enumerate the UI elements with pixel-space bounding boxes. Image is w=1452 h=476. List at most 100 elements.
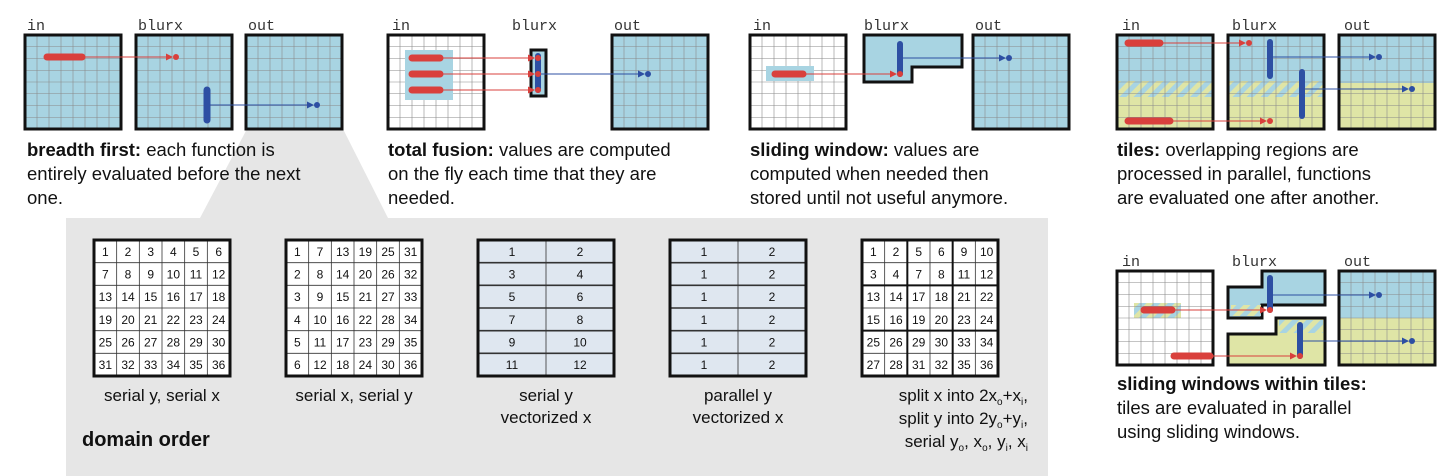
sliding-tiles-panel: in blurx out sliding windows within tile… bbox=[1115, 254, 1437, 442]
domain-cell-number: 22 bbox=[167, 313, 181, 327]
domain-cell-number: 9 bbox=[961, 245, 968, 259]
domain-cell-number: 8 bbox=[125, 268, 132, 282]
grid-border bbox=[134, 33, 234, 131]
domain-cell-number: 17 bbox=[912, 290, 926, 304]
label-in: in bbox=[753, 18, 771, 35]
grid-border bbox=[1115, 33, 1215, 131]
domain-cell-number: 18 bbox=[935, 290, 949, 304]
domain-cell-number: 33 bbox=[957, 336, 971, 350]
domain-cell-number: 3 bbox=[147, 245, 154, 259]
tf-caption-2: on the fly each time that they are bbox=[388, 163, 656, 184]
split-caption-1: split x into 2xo+xi, bbox=[899, 386, 1028, 408]
domain-cell-number: 36 bbox=[404, 358, 418, 372]
domain-cell-number: 26 bbox=[889, 336, 903, 350]
label-out: out bbox=[1344, 254, 1371, 271]
domain-cell-number: 28 bbox=[167, 336, 181, 350]
label-in: in bbox=[392, 18, 410, 35]
domain-cell-number: 15 bbox=[867, 313, 881, 327]
domain-cell-number: 2 bbox=[769, 336, 776, 350]
label-out: out bbox=[975, 18, 1002, 35]
tiles-blue-dot-bottom bbox=[1409, 86, 1415, 92]
domain-cell-number: 25 bbox=[99, 336, 113, 350]
domain-cell-number: 6 bbox=[938, 245, 945, 259]
domain-cell-number: 14 bbox=[336, 268, 350, 282]
grid-border bbox=[748, 33, 848, 131]
domain-cell-number: 2 bbox=[769, 358, 776, 372]
domain-cell-number: 8 bbox=[938, 268, 945, 282]
split-caption-2: split y into 2yo+yi, bbox=[899, 409, 1028, 431]
domain-order-title: domain order bbox=[82, 429, 210, 451]
domain-grid-border bbox=[284, 238, 424, 378]
domain-cell-number: 34 bbox=[980, 336, 994, 350]
domain-cell-number: 21 bbox=[957, 290, 971, 304]
grid-border bbox=[23, 33, 123, 131]
label-in: in bbox=[1122, 254, 1140, 271]
label-in: in bbox=[27, 18, 45, 35]
domain-cell-number: 11 bbox=[958, 268, 971, 282]
domain-cell-number: 15 bbox=[336, 290, 350, 304]
domain-cell-number: 7 bbox=[317, 245, 324, 259]
domain-cell-number: 31 bbox=[912, 358, 926, 372]
domain-cell-number: 29 bbox=[381, 336, 395, 350]
domain-cell-number: 1 bbox=[701, 336, 708, 350]
domain-cell-number: 1 bbox=[102, 245, 109, 259]
domain-cell-number: 19 bbox=[912, 313, 926, 327]
domain-cell-number: 20 bbox=[121, 313, 135, 327]
domain-cell-number: 3 bbox=[509, 268, 516, 282]
dg2-caption-1: serial y bbox=[519, 386, 573, 405]
domain-cell-number: 30 bbox=[212, 336, 226, 350]
domain-cell-number: 34 bbox=[167, 358, 181, 372]
st-blue-dot-bottom bbox=[1409, 338, 1415, 344]
domain-cell-number: 3 bbox=[294, 290, 301, 304]
domain-cell-number: 16 bbox=[889, 313, 903, 327]
domain-cell-number: 24 bbox=[359, 358, 373, 372]
domain-cell-number: 11 bbox=[506, 358, 519, 372]
domain-cell-number: 23 bbox=[957, 313, 971, 327]
domain-cell-number: 23 bbox=[189, 313, 203, 327]
domain-cell-number: 14 bbox=[889, 290, 903, 304]
domain-cell-number: 24 bbox=[980, 313, 994, 327]
domain-cell-number: 12 bbox=[573, 358, 587, 372]
domain-cell-number: 27 bbox=[144, 336, 158, 350]
domain-cell-number: 13 bbox=[336, 245, 350, 259]
domain-grid-border bbox=[860, 238, 1000, 378]
split-caption-3: serial yo, xo, yi, xi bbox=[905, 432, 1028, 454]
domain-cell-number: 24 bbox=[212, 313, 226, 327]
domain-cell-number: 34 bbox=[404, 313, 418, 327]
domain-cell-number: 20 bbox=[359, 268, 373, 282]
domain-cell-number: 11 bbox=[190, 268, 203, 282]
domain-cell-number: 4 bbox=[577, 268, 584, 282]
domain-cell-number: 22 bbox=[359, 313, 373, 327]
domain-cell-number: 36 bbox=[980, 358, 994, 372]
bf-red-dot bbox=[173, 54, 179, 60]
domain-cell-number: 28 bbox=[381, 313, 395, 327]
dg3-caption-2: vectorized x bbox=[693, 408, 784, 427]
domain-cell-number: 2 bbox=[125, 245, 132, 259]
dg0-caption: serial y, serial x bbox=[104, 386, 220, 405]
grid-border bbox=[1337, 33, 1437, 131]
dg2-caption-2: vectorized x bbox=[501, 408, 592, 427]
sw-blue-dot bbox=[1006, 55, 1012, 61]
domain-cell-number: 1 bbox=[870, 245, 877, 259]
sw-in-grid bbox=[748, 33, 848, 131]
label-out: out bbox=[248, 18, 275, 35]
bf-in-grid bbox=[23, 33, 123, 131]
domain-cell-number: 7 bbox=[102, 268, 109, 282]
grid-border bbox=[1226, 33, 1326, 131]
domain-cell-number: 19 bbox=[99, 313, 113, 327]
sw-red-dot bbox=[897, 71, 903, 77]
domain-cell-number: 10 bbox=[980, 245, 994, 259]
domain-cell-number: 18 bbox=[212, 290, 226, 304]
tf-caption-3: needed. bbox=[388, 187, 455, 208]
domain-cell-number: 3 bbox=[870, 268, 877, 282]
bf-out-grid bbox=[244, 33, 344, 131]
domain-cell-number: 12 bbox=[212, 268, 226, 282]
grid-border bbox=[1337, 269, 1437, 367]
tiles-blue-dot-top bbox=[1376, 54, 1382, 60]
domain-cell-number: 10 bbox=[313, 313, 327, 327]
bf-caption-3: one. bbox=[27, 187, 63, 208]
domain-cell-number: 10 bbox=[167, 268, 181, 282]
domain-cell-number: 17 bbox=[189, 290, 203, 304]
